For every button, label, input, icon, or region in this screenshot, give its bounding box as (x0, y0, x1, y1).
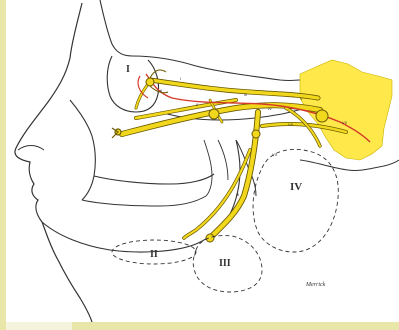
small-label: III (244, 92, 247, 97)
small-label: II (160, 88, 162, 93)
small-label: VII (288, 122, 293, 127)
bottom-strip (6, 322, 72, 330)
artist-signature: Merrick (305, 282, 326, 288)
ganglion-pterygopalatine (209, 109, 219, 119)
ganglion-ciliary (146, 78, 154, 86)
ganglion-submandibular (206, 234, 214, 242)
small-label: I (180, 76, 181, 81)
small-label: V (300, 96, 303, 101)
ganglion-trigeminal (316, 110, 328, 122)
small-label: II (196, 102, 198, 107)
region-label-iv: IV (290, 181, 302, 193)
small-label: IV (268, 106, 272, 111)
ganglion-otic (252, 130, 260, 138)
small-label: VII (342, 120, 347, 125)
region-label-i: I (126, 64, 130, 75)
region-label-iii: III (219, 258, 231, 269)
small-label: III (236, 192, 239, 197)
small-label: VII (272, 152, 277, 157)
region-label-ii: II (150, 249, 158, 260)
